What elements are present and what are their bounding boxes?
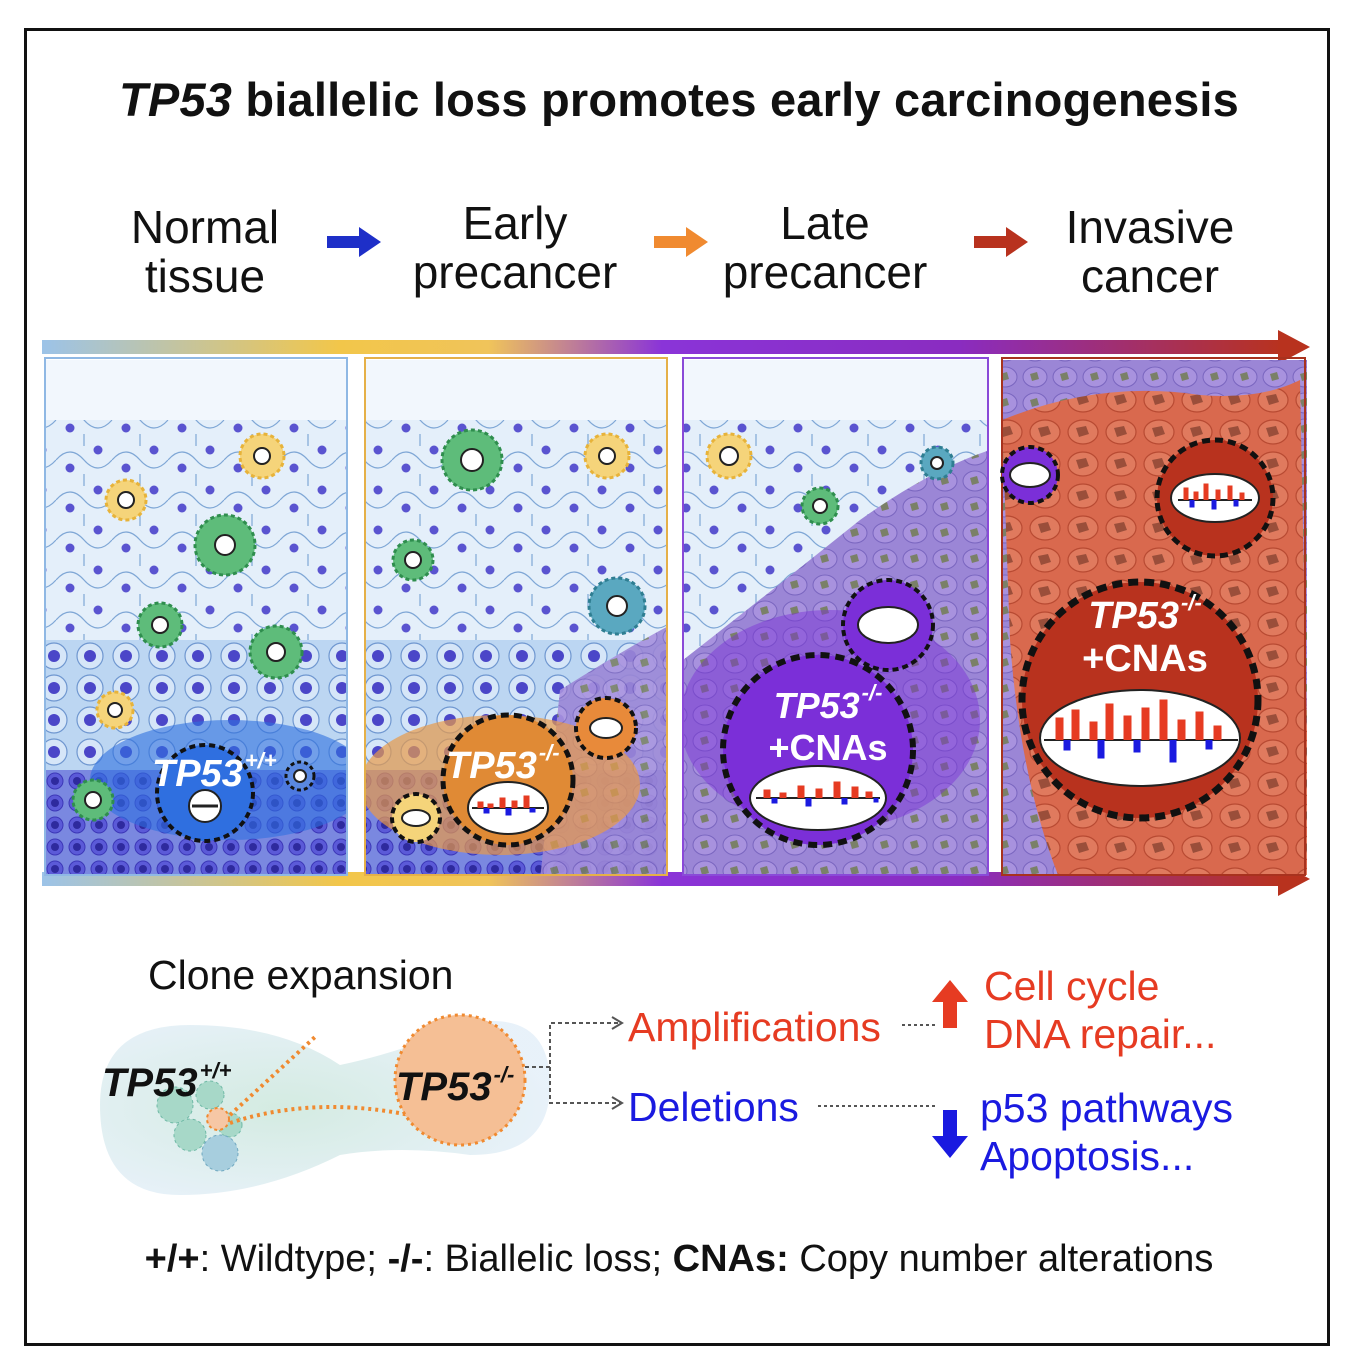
small-clones-early: [390, 428, 647, 848]
arrow-blue-icon: [327, 227, 381, 257]
stage-late-line2: precancer: [722, 246, 928, 298]
label-cnas-late: +CNAs: [768, 727, 888, 768]
progression-arrowhead-top-icon: [1278, 330, 1310, 364]
stage-normal-line2: tissue: [144, 250, 266, 302]
stage-late-line1: Late: [780, 197, 870, 249]
stage-early: Early precancer: [390, 199, 640, 297]
legend-val-wt: : Wildtype;: [199, 1238, 388, 1280]
label-cnas-invasive: +CNAs: [1082, 638, 1208, 680]
upregulated-pathways: Cell cycle DNA repair...: [984, 962, 1216, 1058]
stage-invasive-line2: cancer: [1080, 250, 1220, 302]
clone-label-loss: TP53-/-: [396, 1062, 515, 1109]
up-arrow-icon: [932, 980, 968, 1028]
legend-key-loss: -/-: [387, 1238, 424, 1280]
cna-profile-early: [472, 795, 544, 816]
stage-normal-line1: Normal: [130, 201, 280, 253]
clone-expansion-title: Clone expansion: [148, 952, 454, 998]
stage-normal: Normal tissue: [110, 203, 300, 301]
legend-key-wt: +/+: [144, 1238, 200, 1280]
amplifications-label: Amplifications: [628, 1004, 881, 1050]
stage-early-line2: precancer: [412, 246, 618, 298]
stage-late: Late precancer: [700, 199, 950, 297]
up-line2: DNA repair...: [984, 1011, 1217, 1057]
figure-frame: [24, 28, 1330, 1346]
legend-key-cnas: CNAs:: [672, 1238, 789, 1280]
figure-title: TP53 biallelic loss promotes early carci…: [0, 72, 1358, 127]
cna-profile-invasive-small: [1178, 483, 1252, 510]
clones-invasive: [1000, 437, 1276, 822]
cna-profile-late: [756, 781, 880, 807]
downregulated-pathways: p53 pathways Apoptosis...: [980, 1084, 1233, 1180]
legend-val-cnas: Copy number alterations: [788, 1238, 1214, 1280]
small-clones-normal: [71, 432, 316, 843]
label-tp53-loss-early: TP53-/-: [446, 740, 560, 787]
label-tp53-loss-late: TP53-/-+CNAs: [768, 680, 888, 768]
tissue-progression-illustration: [42, 330, 1310, 896]
deletions-label: Deletions: [628, 1084, 799, 1130]
label-tp53-wt: TP53+/+: [152, 748, 277, 795]
panel-normal: [45, 360, 347, 875]
cna-profile-invasive-large: [1044, 699, 1238, 763]
clone-label-wt: TP53+/+: [102, 1058, 232, 1105]
legend-val-loss: : Biallelic loss;: [423, 1238, 673, 1280]
arrow-red-icon: [974, 227, 1028, 257]
title-gene: TP53: [118, 73, 233, 126]
up-line1: Cell cycle: [984, 963, 1160, 1009]
clone-expansion-diagram: [100, 1013, 938, 1195]
arrow-orange-icon: [654, 227, 708, 257]
down-line1: p53 pathways: [980, 1085, 1234, 1131]
stage-early-line1: Early: [462, 197, 568, 249]
progression-bar-top: [42, 340, 1282, 354]
down-arrow-icon: [932, 1110, 968, 1158]
stage-invasive-line1: Invasive: [1065, 201, 1235, 253]
title-text: biallelic loss promotes early carcinogen…: [232, 73, 1240, 126]
down-line2: Apoptosis...: [980, 1133, 1195, 1179]
stage-invasive: Invasive cancer: [1035, 203, 1265, 301]
label-tp53-loss-invasive: TP53-/-+CNAs: [1070, 590, 1220, 681]
legend: +/+: Wildtype; -/-: Biallelic loss; CNAs…: [0, 1238, 1358, 1281]
